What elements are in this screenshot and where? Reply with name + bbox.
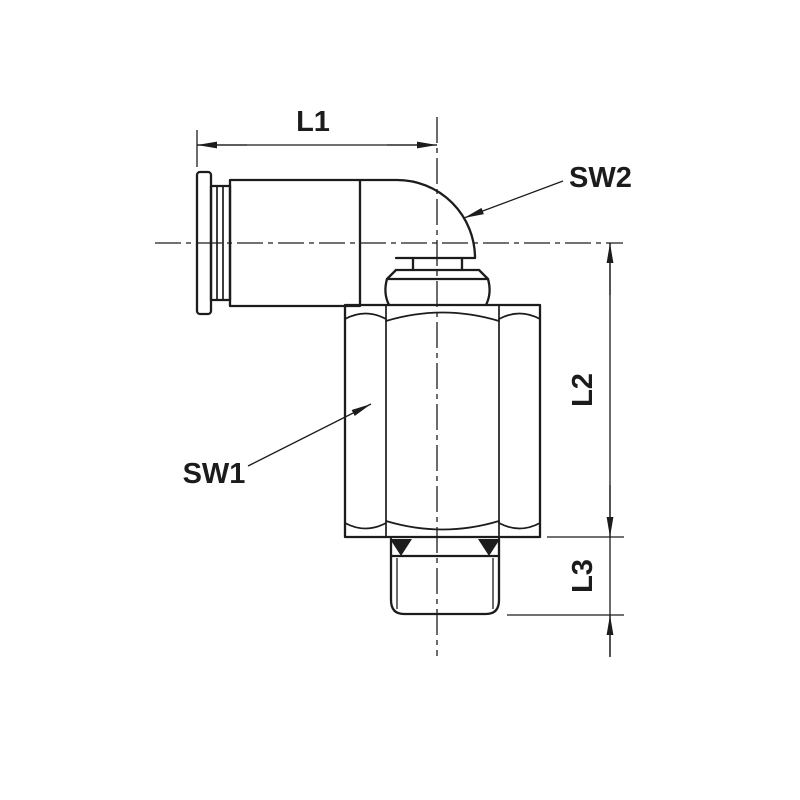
dim-label-l1: L1 xyxy=(296,106,330,138)
seal-shoulder-lines xyxy=(389,537,501,558)
callout-sw2: SW2 xyxy=(463,162,632,219)
collet-ribs xyxy=(216,185,224,301)
seal-cone-right xyxy=(478,539,500,556)
elbow-dome-outline xyxy=(358,178,477,260)
collar-sides xyxy=(384,277,491,307)
thread-root-lines xyxy=(396,558,494,609)
dimension-l3: L3 xyxy=(507,559,624,657)
dim-label-l2: L2 xyxy=(567,373,599,407)
sw1-label: SW1 xyxy=(183,458,246,490)
dimension-l2: L2 xyxy=(547,243,624,657)
hex-flat-lines xyxy=(385,304,500,538)
dimension-l1: L1 xyxy=(196,106,437,167)
hex-chamfer-arcs-top xyxy=(344,311,541,322)
collar-top xyxy=(385,268,490,281)
centerlines xyxy=(155,117,623,656)
hex-chamfer-arcs-bottom xyxy=(344,520,541,531)
sw1-leader-arrow xyxy=(247,403,372,467)
fitting-outline xyxy=(195,170,542,616)
sw2-leader-arrow xyxy=(463,180,564,219)
elbow-neck xyxy=(411,256,464,272)
dim-label-l3: L3 xyxy=(567,559,599,593)
seal-cone-left xyxy=(390,539,412,556)
hex-body-outline xyxy=(343,303,542,539)
connector-body xyxy=(228,178,362,308)
sw2-label: SW2 xyxy=(569,162,632,194)
thread-stud-outline xyxy=(389,554,501,616)
callout-sw1: SW1 xyxy=(183,403,372,490)
